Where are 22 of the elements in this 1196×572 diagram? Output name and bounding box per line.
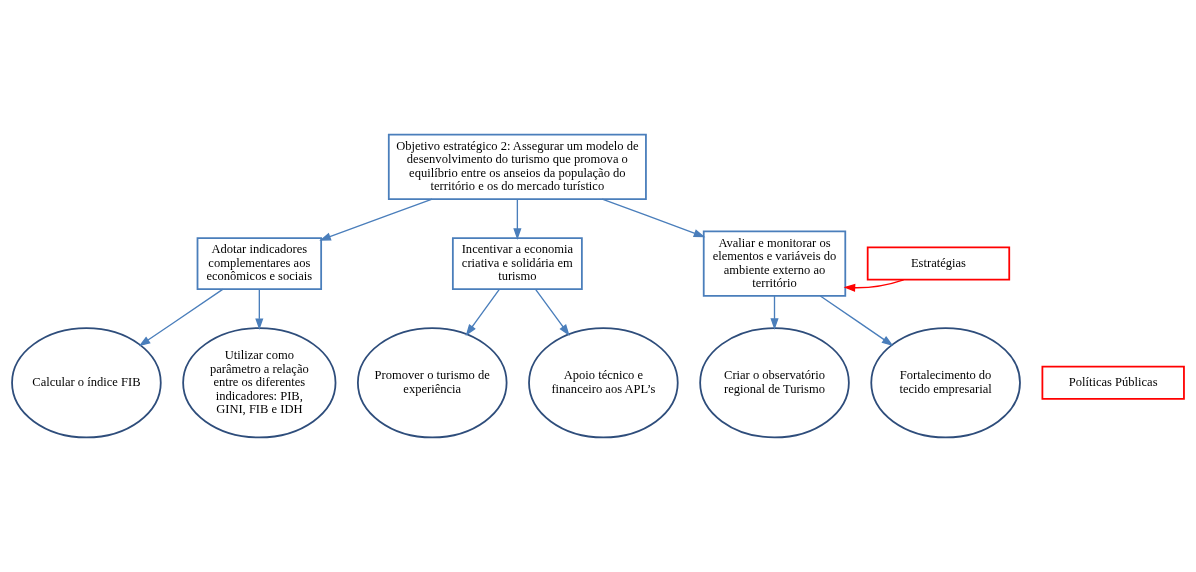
node-box: Incentivar a economia criativa e solidária em turismo	[451, 237, 583, 291]
arrow	[255, 288, 264, 331]
node-box: Objetivo estratégico 2: Assegurar um modelo de desenvolvimento do turismo que promova o equilíbrio entre os anseios da população do território e os do mercado turístico	[387, 133, 647, 200]
node-box: Políticas Públicas	[1041, 365, 1185, 400]
node-box: Adotar indicadores complementares aos econômicos e sociais	[196, 237, 323, 291]
node-ellipse: Fortalecimento do tecido empresarial	[870, 327, 1021, 439]
arrow	[465, 288, 500, 336]
node-ellipse: Calcular o índice FIB	[11, 327, 162, 439]
node-ellipse: Utilizar como parâmetro a relação entre os diferentes indicadores: PIB, GINI, FIB e IDH	[182, 327, 337, 439]
arrow	[138, 288, 224, 347]
arrow	[819, 295, 894, 347]
arrow	[843, 279, 905, 292]
node-ellipse: Apoio técnico e financeiro aos APL’s	[528, 327, 679, 439]
arrow	[534, 288, 570, 336]
node-ellipse: Criar o observatório regional de Turismo	[699, 327, 850, 439]
arrow	[770, 295, 779, 330]
arrow	[601, 198, 706, 238]
arrow	[319, 198, 433, 241]
node-ellipse: Promover o turismo de experiência	[357, 327, 508, 439]
node-box: Estratégias	[866, 246, 1011, 281]
arrow	[513, 198, 522, 240]
node-box: Avaliar e monitorar os elementos e variáveis do ambiente externo ao território	[702, 230, 847, 297]
